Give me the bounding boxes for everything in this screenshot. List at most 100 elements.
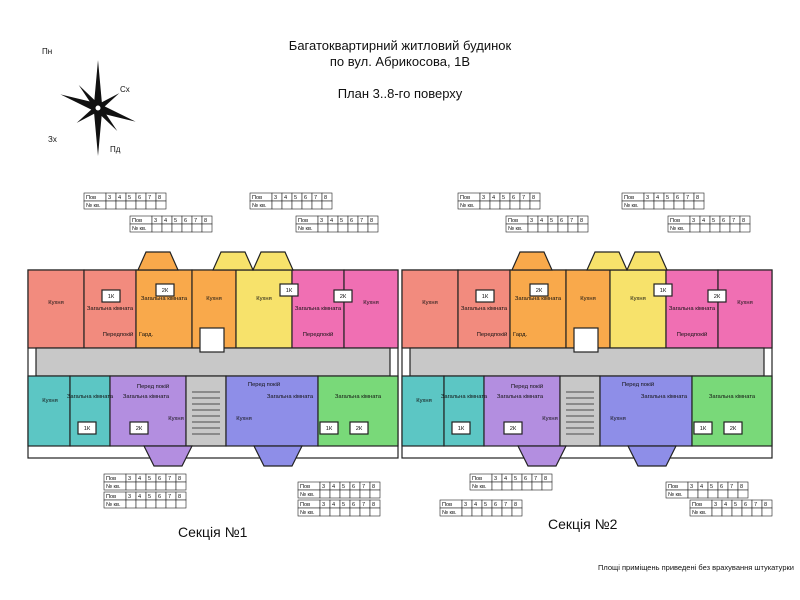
table-floor-label: 7 <box>168 476 171 482</box>
table-cell <box>557 223 569 233</box>
table-floor-label: 7 <box>362 502 365 508</box>
table-apt-label: № кв. <box>300 510 315 516</box>
table-floor-label: 7 <box>534 476 537 482</box>
table-cell <box>491 481 503 491</box>
label-living: Загальна кімната <box>141 296 188 302</box>
table-cell <box>707 489 719 499</box>
table-floor-label: 8 <box>764 502 767 508</box>
table-cell <box>499 200 511 210</box>
table-cell <box>201 223 213 233</box>
table-floor-label: 3 <box>690 484 693 490</box>
table-cell <box>175 499 187 509</box>
table-floor-label: 5 <box>734 502 737 508</box>
apt-type-text: 1К <box>660 288 667 294</box>
table-floor-label: Пов <box>132 218 142 224</box>
apt-bottom-1 <box>401 375 445 447</box>
table-cell <box>519 200 531 210</box>
apt-bottom-4 <box>599 375 693 447</box>
label-living: Загальна кімната <box>461 306 508 312</box>
apt-type-badge <box>503 421 523 435</box>
label-kitchen: Кухня <box>610 416 626 422</box>
bay-window-top-2 <box>626 251 668 271</box>
bay-window-bottom-1 <box>253 445 303 467</box>
table-apt-label: № кв. <box>508 226 523 232</box>
table-cell <box>165 499 177 509</box>
label-living: Загальна кімната <box>515 296 562 302</box>
label-living: Загальна кімната <box>67 394 114 400</box>
label-kitchen: Кухня <box>42 398 58 404</box>
apt-type-badge <box>101 289 121 303</box>
table-floor-label: 8 <box>544 476 547 482</box>
table-floor-label: 3 <box>108 195 111 201</box>
table-floor-label: 3 <box>714 502 717 508</box>
table-cell <box>125 200 137 210</box>
apt-type-badge <box>693 421 713 435</box>
label-living: Загальна кімната <box>87 306 134 312</box>
table-cell <box>521 481 533 491</box>
table-floor-label: 4 <box>700 484 703 490</box>
table-cell <box>697 489 709 499</box>
label-hall: Перед покій <box>248 381 280 388</box>
table-floor-label: 6 <box>524 476 527 482</box>
label-bath: Гард. <box>513 332 528 338</box>
compass-west-label: Зх <box>48 135 57 144</box>
table-floor-label: 6 <box>158 476 161 482</box>
table-floor-label: 5 <box>128 195 131 201</box>
table-floor-label: 7 <box>504 502 507 508</box>
table-floor-label: 7 <box>360 218 363 224</box>
table-floor-label: 6 <box>184 218 187 224</box>
table-floor-label: 7 <box>362 484 365 490</box>
table-cell <box>577 223 589 233</box>
table-cell <box>547 223 559 233</box>
table-floor-label: 8 <box>372 502 375 508</box>
table-floor-label: Пов <box>106 476 116 482</box>
apt-top-2 <box>83 269 137 349</box>
table-floor-label: 6 <box>352 484 355 490</box>
table-floor-label: 3 <box>530 218 533 224</box>
table-floor-label: 7 <box>732 218 735 224</box>
table-apt-label: № кв. <box>298 226 313 232</box>
table-cell <box>271 200 283 210</box>
table-floor-label: 8 <box>178 494 181 500</box>
table-cell <box>537 223 549 233</box>
table-apt-label: № кв. <box>692 510 707 516</box>
table-floor-label: 3 <box>646 195 649 201</box>
elevator-shaft <box>199 327 225 353</box>
label-living: Загальна кімната <box>709 394 756 400</box>
apt-type-text: 2К <box>162 288 169 294</box>
table-cell <box>653 200 665 210</box>
table-floor-label: 8 <box>158 195 161 201</box>
table-cell <box>511 507 523 517</box>
table-cell <box>339 489 351 499</box>
apt-type-badge <box>707 289 727 303</box>
table-cell <box>489 200 501 210</box>
table-apt-label: № кв. <box>106 484 121 490</box>
compass-north-label: Пн <box>42 47 52 56</box>
table-cell <box>699 223 711 233</box>
apt-type-badge <box>475 289 495 303</box>
table-floor-label: Пов <box>300 484 310 490</box>
table-cell <box>319 507 331 517</box>
table-floor-label: Пов <box>298 218 308 224</box>
table-floor-label: 5 <box>342 484 345 490</box>
table-floor-label: Пов <box>442 502 452 508</box>
table-floor-label: 4 <box>138 476 141 482</box>
table-cell <box>369 489 381 499</box>
table-floor-label: 4 <box>702 218 705 224</box>
table-floor-label: 6 <box>352 502 355 508</box>
label-kitchen: Кухня <box>737 300 753 306</box>
table-cell <box>643 200 655 210</box>
bay-window-top-1 <box>586 251 628 271</box>
table-floor-label: 4 <box>138 494 141 500</box>
table-cell <box>181 223 193 233</box>
table-cell <box>529 200 541 210</box>
table-cell <box>731 507 743 517</box>
table-floor-label: Пов <box>460 195 470 201</box>
